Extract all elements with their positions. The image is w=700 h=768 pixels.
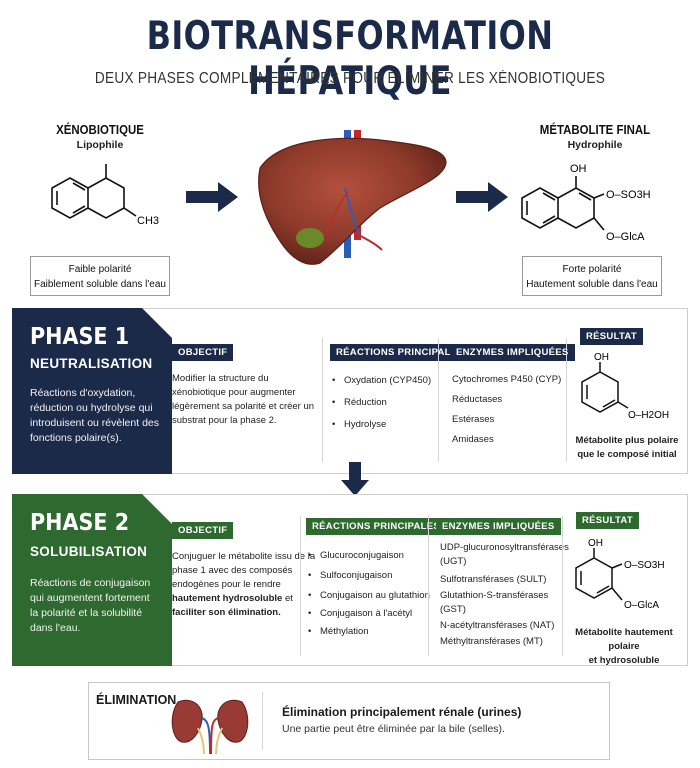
final-metabolite-structure: OH O–SO3H O–GlcA bbox=[521, 163, 651, 243]
phase2-enzyme-item: Méthyltransférases (MT) bbox=[440, 636, 543, 647]
caption-line: et hydrosoluble bbox=[588, 655, 660, 666]
phase2-enzyme-item: Sulfotransférases (SULT) bbox=[440, 574, 547, 585]
objectif-text-part: et bbox=[284, 593, 293, 604]
divider bbox=[428, 516, 429, 656]
elimination-heading: ÉLIMINATION bbox=[96, 693, 177, 707]
phase1-name: NEUTRALISATION bbox=[30, 356, 153, 371]
xenobiotic-polarity: Faible polarité bbox=[68, 264, 132, 275]
divider bbox=[322, 338, 323, 462]
phase1-result-header: RÉSULTAT bbox=[580, 328, 643, 345]
elimination-sub-text: Une partie peut être éliminée par la bil… bbox=[282, 723, 505, 735]
ch3-label: CH3 bbox=[137, 215, 159, 227]
final-metabolite-heading: MÉTABOLITE FINAL bbox=[539, 122, 651, 137]
phase2-tab: PHASE 2 SOLUBILISATION Réactions de conj… bbox=[12, 494, 172, 666]
phase1-description: Réactions d'oxydation, réduction ou hydr… bbox=[30, 387, 159, 444]
final-solubility: Hautement soluble dans l'eau bbox=[526, 279, 658, 290]
phase2-objectif-text: Conjuguer le métabolite issu de la phase… bbox=[172, 550, 320, 620]
phase2-number: PHASE 2 bbox=[30, 510, 130, 536]
phase2-enzyme-item: UDP-glucuronosyltransférases bbox=[440, 542, 569, 553]
objectif-text-part: Conjuguer le métabolite issu de la phase… bbox=[172, 551, 316, 590]
caption-line: Métabolite hautement polaire bbox=[575, 627, 673, 652]
divider bbox=[262, 692, 263, 750]
phase2-enzyme-item: N-acétyltransférases (NAT) bbox=[440, 620, 555, 631]
phase1-number: PHASE 1 bbox=[30, 324, 130, 350]
phase1-reaction-item: Réduction bbox=[332, 397, 387, 408]
phase1-enzyme-item: Réductases bbox=[452, 394, 503, 405]
phase2-reactions-header: RÉACTIONS PRINCIPALES bbox=[306, 518, 447, 535]
xenobiotic-structure: CH3 bbox=[51, 164, 159, 227]
oh-label: OH bbox=[570, 163, 587, 175]
phase2-name: SOLUBILISATION bbox=[30, 544, 148, 559]
arrow-right-icon bbox=[456, 182, 508, 212]
so3h-label: O–SO3H bbox=[624, 560, 665, 571]
so3h-label: O–SO3H bbox=[606, 189, 651, 201]
xenobiotic-subtitle: Lipophile bbox=[76, 139, 124, 151]
phase2-enzyme-item: (UGT) bbox=[440, 556, 467, 567]
final-properties-box: Forte polarité Hautement soluble dans l'… bbox=[522, 256, 662, 296]
phase2-reaction-item: Glucuroconjugaison bbox=[308, 550, 404, 561]
phase2-result-header: RÉSULTAT bbox=[576, 512, 639, 529]
phase2-objectif-header: OBJECTIF bbox=[172, 522, 234, 539]
caption-line: que le composé initial bbox=[577, 449, 677, 460]
phase2-enzyme-item: Glutathion-S-transférases bbox=[440, 590, 549, 601]
divider bbox=[300, 516, 301, 656]
xenobiotic-properties-box: Faible polarité Faiblement soluble dans … bbox=[30, 256, 170, 296]
arrow-right-icon bbox=[186, 182, 238, 212]
glca-label: O–GlcA bbox=[606, 231, 645, 243]
divider bbox=[562, 516, 563, 656]
phase1-enzymes-header: ENZYMES IMPLIQUÉES bbox=[450, 344, 575, 361]
phase1-objectif-header: OBJECTIF bbox=[172, 344, 234, 361]
oh-label: OH bbox=[594, 352, 609, 363]
phase2-tab-shape bbox=[12, 494, 172, 666]
arrow-down-icon bbox=[341, 462, 369, 496]
phase1-reaction-item: Oxydation (CYP450) bbox=[332, 375, 431, 386]
phase1-enzyme-item: Estérases bbox=[452, 414, 495, 425]
phase1-result-caption: Métabolite plus polaire que le composé i… bbox=[572, 434, 682, 462]
phase1-objectif-text: Modifier la structure du xénobiotique po… bbox=[172, 373, 315, 426]
page-subtitle: DEUX PHASES COMPLÉMENTAIRES POUR ÉLIMINE… bbox=[94, 70, 606, 87]
elimination-main-text: Élimination principalement rénale (urine… bbox=[282, 705, 522, 719]
xenobiotic-heading: XÉNOBIOTIQUE bbox=[56, 122, 144, 137]
final-metabolite-subtitle: Hydrophile bbox=[567, 139, 623, 151]
oh-label: OH bbox=[588, 538, 603, 549]
final-polarity: Forte polarité bbox=[562, 264, 622, 275]
phase2-reaction-item: Sulfoconjugaison bbox=[308, 570, 392, 581]
phase1-enzyme-item: Cytochromes P450 (CYP) bbox=[452, 374, 562, 385]
objectif-text-bold: faciliter son élimination. bbox=[172, 607, 281, 618]
phase2-reaction-item: Conjugaison à l'acétyl bbox=[308, 608, 412, 619]
phase2-enzymes-header: ENZYMES IMPLIQUÉES bbox=[436, 518, 561, 535]
phase2-reaction-item: Méthylation bbox=[308, 626, 368, 637]
liver-illustration bbox=[258, 130, 447, 265]
phase2-result-structure: OH O–SO3H O–GlcA bbox=[575, 538, 665, 611]
glca-label: O–GlcA bbox=[624, 600, 659, 611]
phase2-reaction-item: Conjugaison au glutathion bbox=[308, 590, 430, 601]
page-title: BIOTRANSFORMATION HÉPATIQUE bbox=[146, 14, 554, 104]
phase2-result-caption: Métabolite hautement polaire et hydrosol… bbox=[566, 626, 682, 668]
phase2-description: Réactions de conjugaison qui augmentent … bbox=[30, 577, 151, 634]
kidneys-icon bbox=[171, 699, 249, 754]
phase1-tab: PHASE 1 NEUTRALISATION Réactions d'oxyda… bbox=[12, 308, 172, 474]
objectif-text-bold: hautement hydrosoluble bbox=[172, 593, 283, 604]
caption-line: Métabolite plus polaire bbox=[575, 435, 679, 446]
phase1-tab-shape bbox=[12, 308, 172, 474]
divider bbox=[438, 338, 439, 462]
divider bbox=[566, 338, 567, 462]
oh2-label: O–H2OH bbox=[628, 410, 669, 421]
phase1-result-structure: OH O–H2OH bbox=[581, 352, 669, 421]
phase1-enzyme-item: Amidases bbox=[452, 434, 494, 445]
phase1-reactions-header: RÉACTIONS PRINCIPALES bbox=[330, 344, 471, 361]
phase1-reaction-item: Hydrolyse bbox=[332, 419, 386, 430]
phase2-enzyme-item: (GST) bbox=[440, 604, 466, 615]
xenobiotic-solubility: Faiblement soluble dans l'eau bbox=[34, 279, 166, 290]
